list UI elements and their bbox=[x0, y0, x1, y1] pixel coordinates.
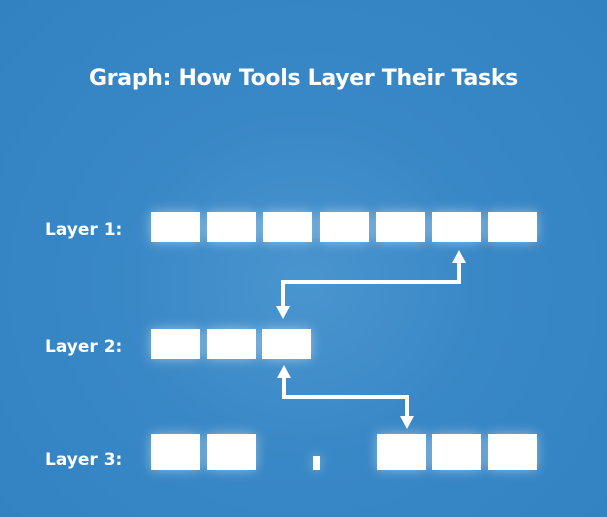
layer-2-box-1 bbox=[151, 329, 200, 359]
layer-3-box-3 bbox=[377, 434, 426, 470]
layer-1-box-3 bbox=[263, 212, 312, 242]
arrowhead-up-icon bbox=[452, 250, 466, 263]
arrowhead-up-icon bbox=[277, 365, 291, 378]
layer-3-box-4 bbox=[432, 434, 481, 470]
layer-1-box-6 bbox=[432, 212, 481, 242]
layer-3-label: Layer 3: bbox=[45, 450, 123, 470]
layer-3-small-marker bbox=[313, 456, 320, 470]
layer-2-box-2 bbox=[207, 329, 256, 359]
layer-1-box-2 bbox=[207, 212, 256, 242]
layer-1-box-7 bbox=[488, 212, 537, 242]
diagram-title: Graph: How Tools Layer Their Tasks bbox=[89, 66, 518, 91]
layer-1-box-1 bbox=[151, 212, 200, 242]
arrowhead-down-icon bbox=[276, 306, 290, 319]
layer-1-label: Layer 1: bbox=[45, 220, 123, 240]
layer-2-label: Layer 2: bbox=[45, 337, 123, 357]
arrow-layer1-to-layer2 bbox=[281, 262, 461, 308]
layer-1-box-5 bbox=[376, 212, 425, 242]
layer-3-box-2 bbox=[207, 434, 256, 470]
layer-3-box-1 bbox=[151, 434, 200, 470]
arrow-layer2-to-layer3 bbox=[282, 377, 409, 418]
layer-1-box-4 bbox=[320, 212, 369, 242]
arrowhead-down-icon bbox=[400, 416, 414, 429]
layer-3-box-5 bbox=[488, 434, 537, 470]
layer-2-box-3 bbox=[262, 329, 311, 359]
